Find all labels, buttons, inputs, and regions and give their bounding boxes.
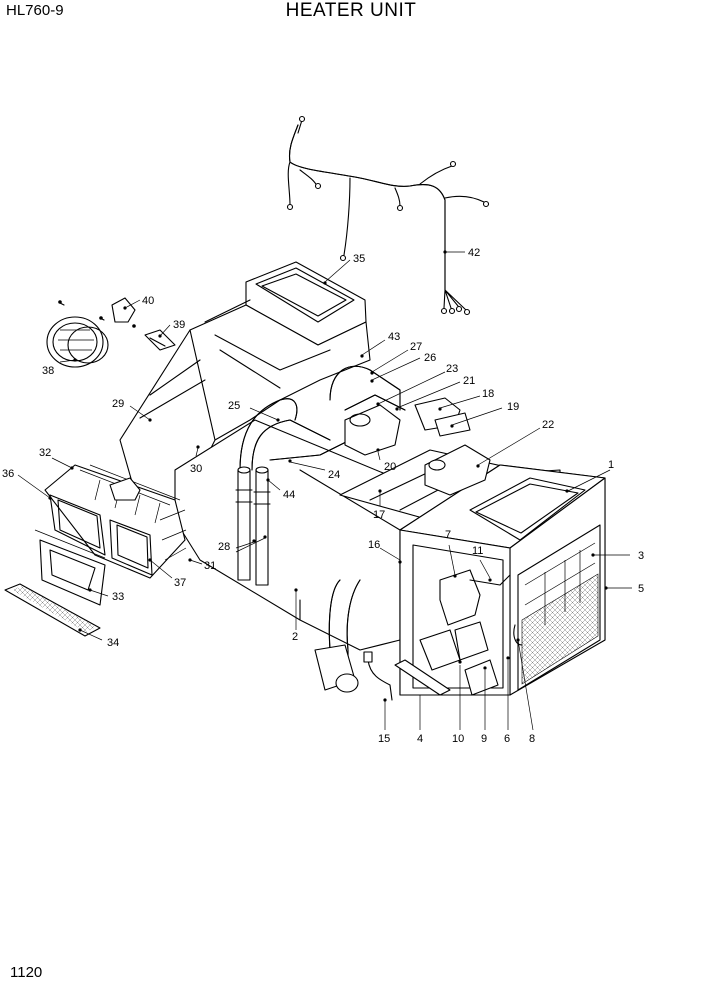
- callout-34: 34: [107, 637, 119, 649]
- callout-31: 31: [204, 560, 216, 572]
- callout-26: 26: [424, 352, 436, 364]
- callout-numbers: 1 2 3 4 5 6 7 8 10 11 15 16 17 18 19 20 …: [2, 247, 644, 745]
- wire-harness: [286, 115, 490, 316]
- callout-18: 18: [482, 388, 494, 400]
- callout-43: 43: [388, 331, 400, 343]
- callout-22: 22: [542, 419, 554, 431]
- callout-17: 17: [373, 509, 385, 521]
- callout-21: 21: [463, 375, 475, 387]
- callout-36: 36: [2, 468, 14, 480]
- actuators-and-sensors: [363, 397, 523, 701]
- callout-28: 28: [218, 541, 230, 553]
- callout-29: 29: [112, 398, 124, 410]
- blower-motor: [46, 300, 109, 368]
- callout-32: 32: [39, 447, 51, 459]
- relay: [111, 297, 136, 323]
- callout-19: 19: [507, 401, 519, 413]
- callout-38: 38: [42, 365, 54, 377]
- callout-11: 11: [472, 545, 483, 557]
- callout-10: 10: [452, 733, 464, 745]
- callout-8: 8: [529, 733, 535, 745]
- callout-6: 6: [504, 733, 510, 745]
- callout-30: 30: [190, 463, 202, 475]
- callout-42: 42: [468, 247, 480, 259]
- callout-15: 15: [378, 733, 390, 745]
- callout-2: 2: [292, 631, 298, 643]
- leader-lines: [17, 250, 632, 731]
- callout-1: 1: [608, 459, 614, 471]
- callout-9: 9: [481, 733, 487, 745]
- callout-39: 39: [173, 319, 185, 331]
- callout-24: 24: [328, 469, 340, 481]
- callout-4: 4: [417, 733, 423, 745]
- resistor-module: [132, 324, 176, 351]
- callout-20: 20: [384, 461, 396, 473]
- heater-hoses: [235, 365, 406, 693]
- callout-23: 23: [446, 363, 458, 375]
- model-code: HL760-9: [6, 2, 64, 19]
- page-title: HEATER UNIT: [285, 0, 417, 21]
- callout-27: 27: [410, 341, 422, 353]
- callout-7: 7: [445, 529, 451, 541]
- callout-3: 3: [638, 550, 644, 562]
- outlet-vents: [4, 464, 187, 637]
- callout-33: 33: [112, 591, 124, 603]
- page-number: 1120: [10, 964, 43, 981]
- callout-37: 37: [174, 577, 186, 589]
- callout-16: 16: [368, 539, 380, 551]
- callout-5: 5: [638, 583, 644, 595]
- callout-25: 25: [228, 400, 240, 412]
- callout-44: 44: [283, 489, 295, 501]
- callout-35: 35: [353, 253, 365, 265]
- callout-40: 40: [142, 295, 154, 307]
